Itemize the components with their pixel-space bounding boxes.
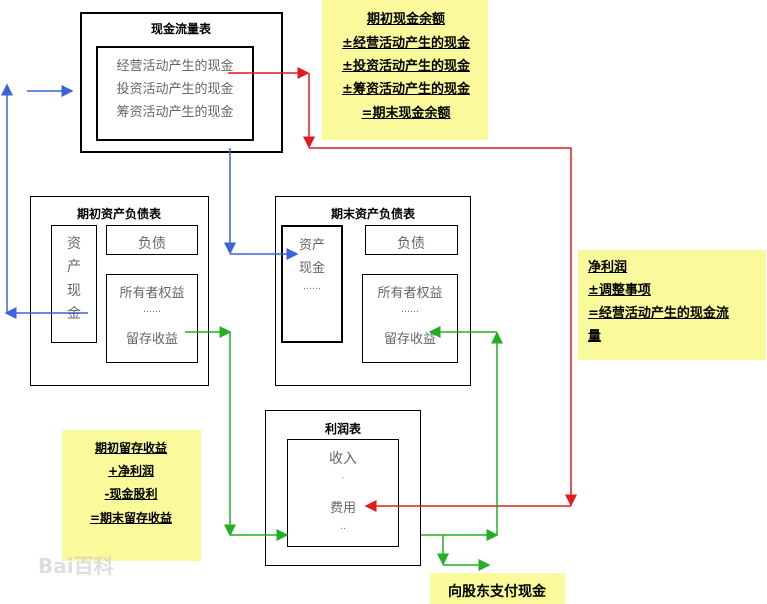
formula-line: ±筹资活动产生的现金 [342,82,470,97]
closing-retained-earnings: 留存收益 [383,332,437,347]
operating-cash: 经营活动产生的现金 [116,59,234,74]
income-items-box [287,439,399,547]
baidu-watermark: Bai百科 [38,554,114,578]
closing-equity-box [362,274,458,363]
cash-formula-note [322,0,488,140]
ellipsis: …… [303,282,321,292]
opening-bs-title: 期初资产负债表 [76,207,162,221]
formula-line: =期末留存收益 [89,511,173,525]
dividend-note [430,573,565,604]
formula-line: ±经营活动产生的现金 [342,36,470,51]
formula-line: =期末现金余额 [361,106,451,121]
formula-line: ±调整事项 [588,283,651,298]
ellipsis: …… [143,305,161,315]
formula-line: =经营活动产生的现金流 [588,306,729,321]
closing-assets-box [281,225,343,343]
cash-flow-items-box [96,46,254,141]
opening-assets-box [51,225,97,343]
formula-line: 期初留存收益 [94,441,168,455]
retained-formula-note [62,430,201,561]
ellipsis: .. [340,522,346,532]
financing-cash: 筹资活动产生的现金 [116,105,234,120]
income-statement-title: 利润表 [324,422,362,436]
asset-char: 金 [67,306,81,322]
formula-line: -现金股利 [104,487,158,501]
ellipsis: · [341,474,345,484]
formula-line: ±投资活动产生的现金 [342,59,470,74]
opening-liabilities: 负债 [138,236,166,252]
opening-equity-box [106,274,198,363]
red-arrow-to-right [309,147,577,507]
operating-formula-note [578,250,766,360]
closing-bs-title: 期末资产负债表 [330,207,416,221]
formula-line: 量 [588,329,602,344]
closing-assets: 资产 [298,238,326,253]
asset-char: 现 [67,283,81,299]
formula-line: 期初现金余额 [366,12,446,27]
investing-cash: 投资活动产生的现金 [116,82,234,97]
closing-equity: 所有者权益 [377,286,443,301]
opening-liabilities-box [106,225,198,255]
asset-char: 资 [67,236,81,252]
closing-liabilities-box [365,225,458,255]
cash-flow-title: 现金流量表 [150,22,212,36]
ellipsis: …… [401,305,419,315]
revenue: 收入 [329,451,357,467]
dividend-label: 向股东支付现金 [448,584,546,600]
asset-char: 产 [67,259,81,275]
expenses: 费用 [329,501,357,516]
closing-liabilities: 负债 [397,236,425,252]
formula-line: 净利润 [588,260,628,275]
opening-retained-earnings: 留存收益 [125,332,179,347]
closing-cash: 现金 [298,261,326,276]
formula-line: +净利润 [107,464,155,478]
opening-equity: 所有者权益 [119,286,185,301]
